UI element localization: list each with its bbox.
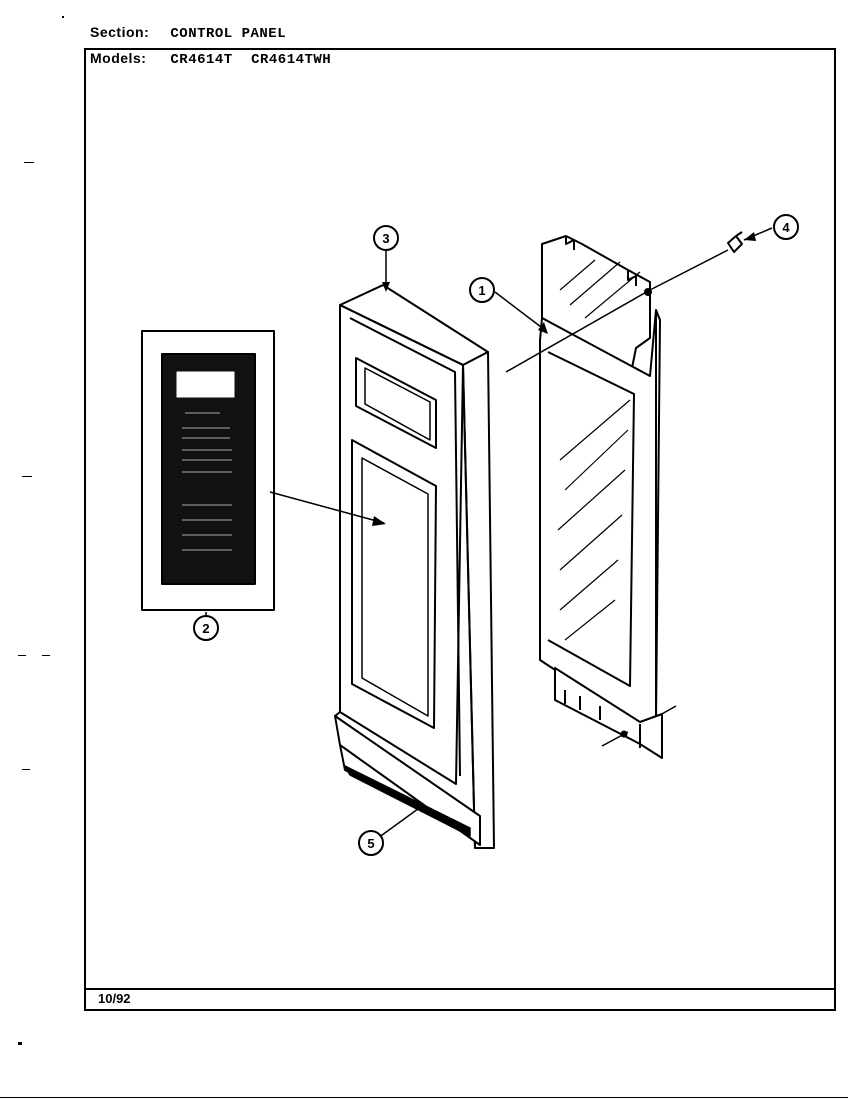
scan-speck (22, 476, 32, 477)
scan-speck (18, 1042, 22, 1045)
scan-speck (62, 16, 64, 18)
arrowheads (372, 232, 756, 526)
diagram-frame (84, 48, 836, 1011)
circuit-board (539, 235, 663, 759)
scan-speck (18, 655, 26, 656)
scan-speck (22, 769, 30, 770)
callout-2-label: 2 (202, 621, 209, 636)
models-header: Models: CR4614T CR4614TWH (90, 50, 331, 68)
model-2: CR4614TWH (251, 52, 332, 68)
section-label: Section: (90, 24, 150, 40)
scan-speck (24, 162, 34, 163)
footer-divider (84, 988, 836, 990)
model-1: CR4614T (170, 52, 233, 68)
leader-lines (205, 227, 773, 839)
callout-3-label: 3 (382, 231, 389, 246)
control-panel-frame (334, 284, 495, 849)
callout-2 (193, 615, 219, 641)
scan-speck (42, 655, 50, 656)
section-value: CONTROL PANEL (170, 26, 287, 42)
touch-panel-overlay (141, 330, 275, 611)
callout-1 (469, 277, 495, 303)
scan-bottom-edge (0, 1097, 848, 1098)
revision-date: 10/92 (98, 991, 131, 1006)
models-label: Models: (90, 50, 147, 66)
callout-5-label: 5 (367, 836, 374, 851)
callout-4-label: 4 (782, 220, 790, 235)
callout-4 (773, 214, 799, 240)
section-header: Section: CONTROL PANEL (90, 24, 286, 42)
callout-5 (358, 830, 384, 856)
callout-3 (373, 225, 399, 251)
callout-1-label: 1 (478, 283, 485, 298)
screw (727, 231, 743, 253)
